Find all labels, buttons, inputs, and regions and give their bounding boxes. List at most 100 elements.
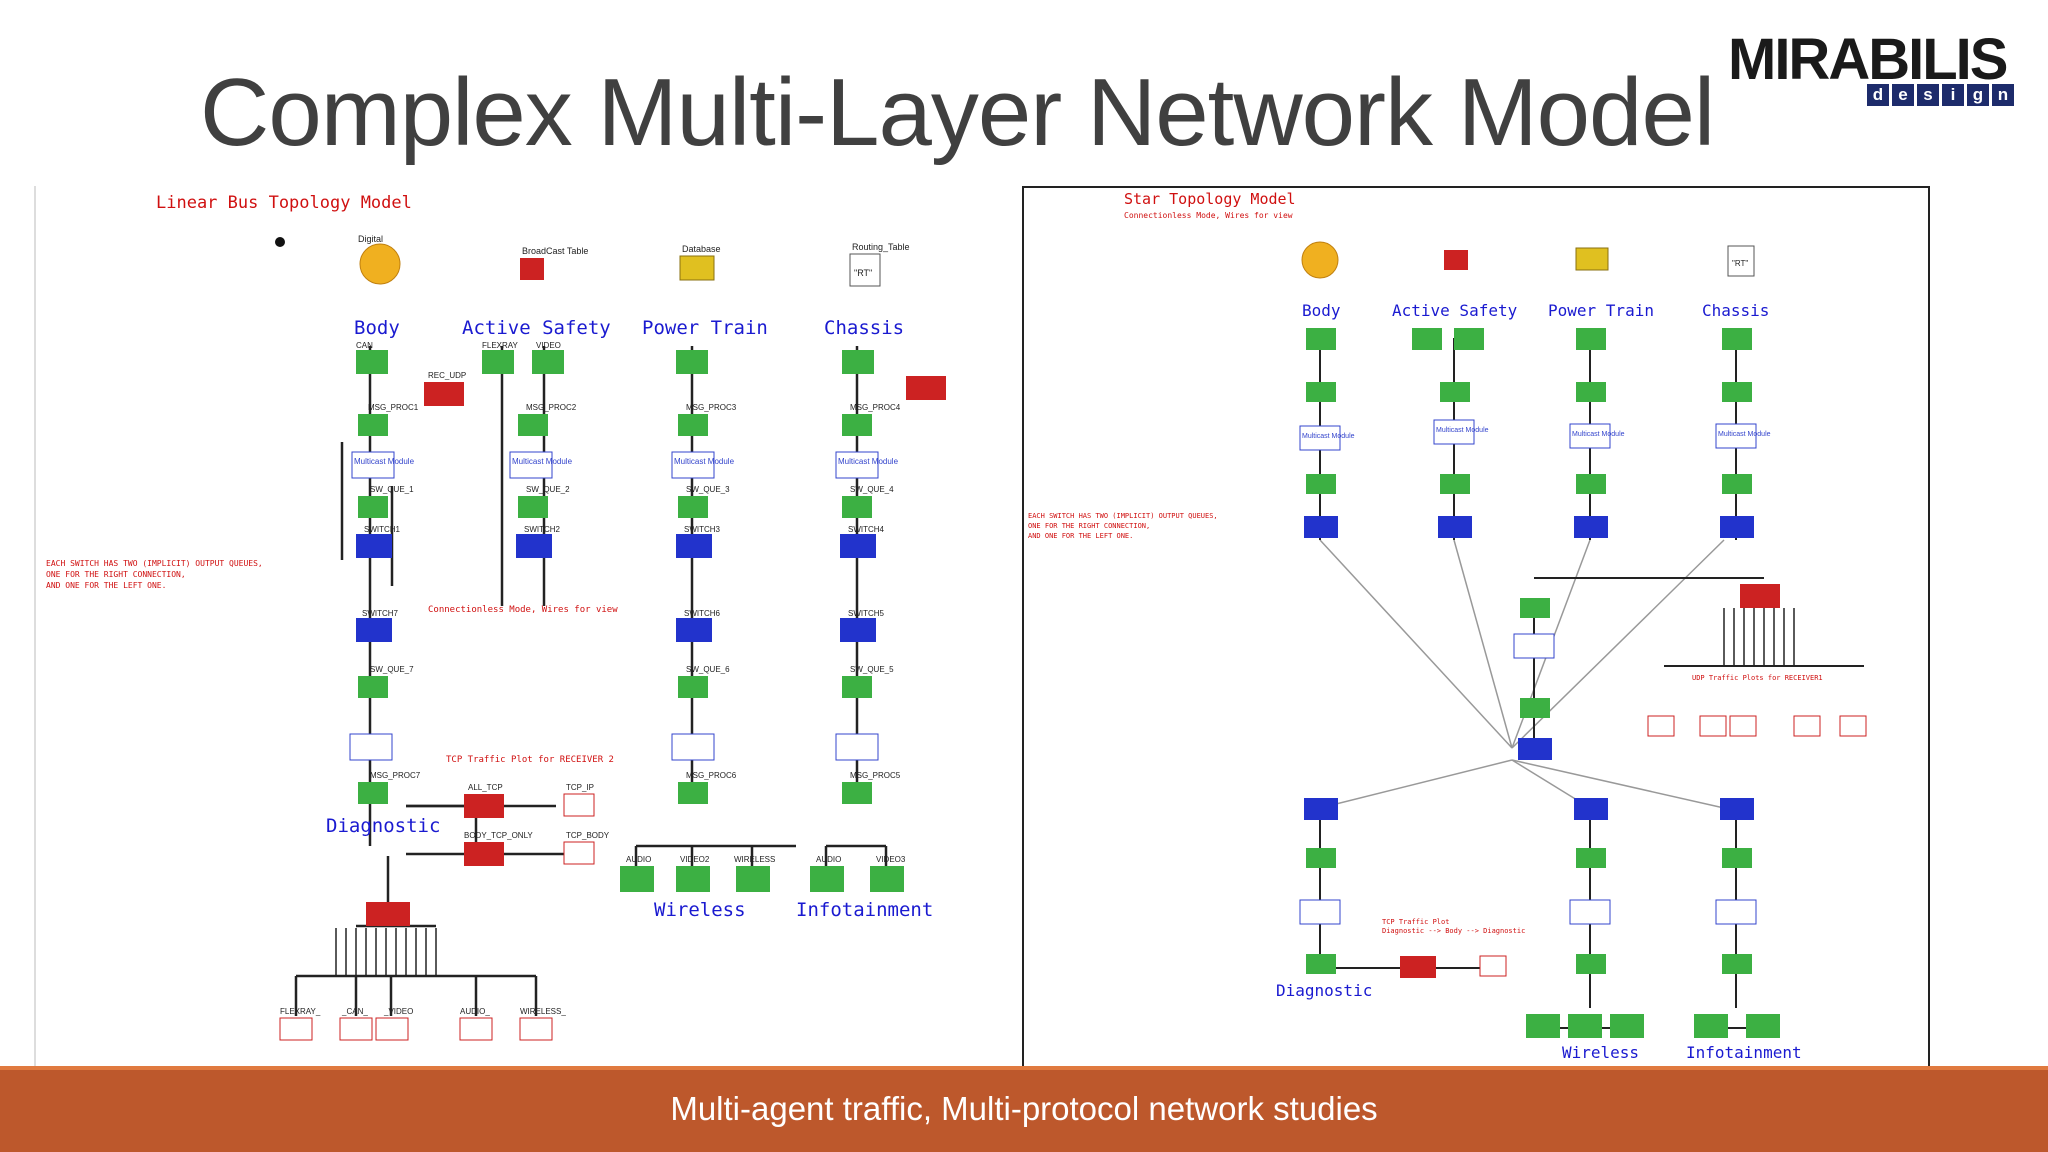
node-label: SW_QUE_6	[686, 665, 730, 674]
routing-badge: "RT"	[1732, 259, 1748, 268]
logo-letter: s	[1917, 84, 1939, 106]
rec-udp-node	[424, 382, 464, 406]
rec-udp-node	[906, 376, 946, 400]
tcp-plot-note: Diagnostic --> Body --> Diagnostic	[1382, 927, 1525, 935]
node-label: SWITCH5	[848, 609, 885, 618]
msg-proc-row	[358, 414, 872, 436]
icon-label: BroadCast Table	[522, 246, 588, 256]
multicast-module	[349, 733, 393, 761]
multicast-label: Multicast Module	[838, 457, 899, 466]
plot-label: _VIDEO	[383, 1007, 413, 1016]
node-label: SW_QUE_2	[526, 485, 570, 494]
node-label: BODY_TCP_ONLY	[464, 831, 533, 840]
group-label-active-safety: Active Safety	[462, 317, 611, 339]
multicast-label: Multicast Module	[512, 457, 573, 466]
diagram-title: Star Topology Model	[1124, 190, 1296, 208]
logo-wordmark: MIRABILIS	[1728, 27, 2008, 92]
node-label: ALL_TCP	[468, 783, 503, 792]
bottom-source-row	[620, 866, 904, 892]
star-topology-svg: Star Topology Model Connectionless Mode,…	[1028, 190, 1867, 1062]
node-label: FLEXRAY	[482, 341, 519, 350]
group-label-infotainment: Infotainment	[1686, 1043, 1802, 1062]
diagram-subtitle: Connectionless Mode, Wires for view	[1124, 211, 1293, 220]
rec-udp-node	[1740, 584, 1780, 608]
tcp-ip-plot	[563, 793, 595, 817]
mirabilis-logo: MIRABILIS d e s i g n	[1728, 28, 2018, 112]
icon-label: Routing_Table	[852, 242, 910, 252]
broadcast-table-icon	[520, 258, 544, 280]
star-topology-diagram: Star Topology Model Connectionless Mode,…	[1022, 186, 1930, 1072]
node-label: VIDEO	[536, 341, 561, 350]
switch-note-line: EACH SWITCH HAS TWO (IMPLICIT) OUTPUT QU…	[1028, 512, 1218, 520]
routing-badge: "RT"	[854, 268, 872, 278]
node-label: MSG_PROC1	[368, 403, 419, 412]
footer-accent-strip	[0, 1066, 2048, 1072]
logo-letter: n	[1992, 84, 2014, 106]
group-label-body: Body	[1302, 301, 1341, 320]
node-label: SWITCH7	[362, 609, 399, 618]
node-label: SWITCH3	[684, 525, 721, 534]
body-tcp-only-node	[464, 842, 504, 866]
multicast-label: Multicast Module	[1572, 431, 1625, 438]
database-icon	[1575, 247, 1609, 271]
routing-table-icon	[849, 253, 881, 287]
node-label: AUDIO	[816, 855, 841, 864]
database-icon	[679, 255, 715, 281]
node-label: MSG_PROC3	[686, 403, 737, 412]
broadcast-table-icon	[1444, 250, 1468, 270]
linear-bus-diagram: Linear Bus Topology Model Digital BroadC…	[34, 186, 974, 1072]
node-label: REC_UDP	[428, 371, 466, 380]
node-label: MSG_PROC5	[850, 771, 901, 780]
group-label-power-train: Power Train	[642, 317, 768, 339]
node-label: TCP_BODY	[566, 831, 610, 840]
group-label-wireless: Wireless	[1562, 1043, 1639, 1062]
multicast-module	[671, 451, 715, 479]
node-label: SWITCH2	[524, 525, 561, 534]
slide-title: Complex Multi-Layer Network Model	[200, 59, 1715, 166]
node-label: SW_QUE_3	[686, 485, 730, 494]
tcp-plot-note: TCP Traffic Plot for RECEIVER 2	[446, 755, 614, 765]
node-label: SW_QUE_5	[850, 665, 894, 674]
footer-caption: Multi-agent traffic, Multi-protocol netw…	[670, 1090, 1378, 1127]
node-label: SWITCH4	[848, 525, 885, 534]
star-switch-row	[1304, 516, 1754, 820]
switch-note-line: ONE FOR THE RIGHT CONNECTION,	[1028, 522, 1150, 530]
star-bottom-sources	[1526, 1014, 1780, 1038]
node-label: CAN	[356, 341, 373, 350]
digital-icon	[359, 243, 401, 285]
star-multicast-row	[1299, 419, 1757, 925]
node-label: SW_QUE_7	[370, 665, 414, 674]
group-label-active-safety: Active Safety	[1392, 301, 1518, 320]
multicast-label: Multicast Module	[1302, 433, 1355, 440]
star-source-row	[1306, 328, 1752, 350]
star-udp-plot-row	[1647, 715, 1867, 737]
group-label-power-train: Power Train	[1548, 301, 1654, 320]
multicast-label: Multicast Module	[674, 457, 735, 466]
multicast-module	[509, 451, 553, 479]
plot-label: FLEXRAY_	[280, 1007, 321, 1016]
group-label-infotainment: Infotainment	[796, 899, 933, 921]
switch-note-line: AND ONE FOR THE LEFT ONE.	[1028, 532, 1133, 540]
multicast-module	[835, 733, 879, 761]
footer-bar	[0, 1070, 2048, 1152]
linear-bus-svg: Linear Bus Topology Model Digital BroadC…	[46, 193, 946, 1041]
node-label: SWITCH6	[684, 609, 721, 618]
sw-que-row	[358, 496, 872, 518]
connectionless-note: Connectionless Mode, Wires for view	[428, 605, 618, 615]
plot-label: AUDIO_	[460, 1007, 490, 1016]
switch-note-line: EACH SWITCH HAS TWO (IMPLICIT) OUTPUT QU…	[46, 559, 263, 568]
node-label: MSG_PROC6	[686, 771, 737, 780]
body-tcp-only-node	[1400, 956, 1436, 978]
group-label-wireless: Wireless	[654, 899, 746, 921]
node-label: TCP_IP	[566, 783, 594, 792]
digital-icon	[1301, 241, 1339, 279]
tcp-plot-note: TCP Traffic Plot	[1382, 918, 1449, 926]
plot-label: WIRELESS_	[520, 1007, 566, 1016]
node-row-sources	[356, 350, 874, 374]
tcp-body-plot	[563, 841, 595, 865]
lower-node-row	[358, 676, 872, 804]
routing-table-icon	[1727, 245, 1755, 277]
multicast-label: Multicast Module	[1436, 427, 1489, 434]
multicast-label: Multicast Module	[354, 457, 415, 466]
multicast-label: Multicast Module	[1718, 431, 1771, 438]
